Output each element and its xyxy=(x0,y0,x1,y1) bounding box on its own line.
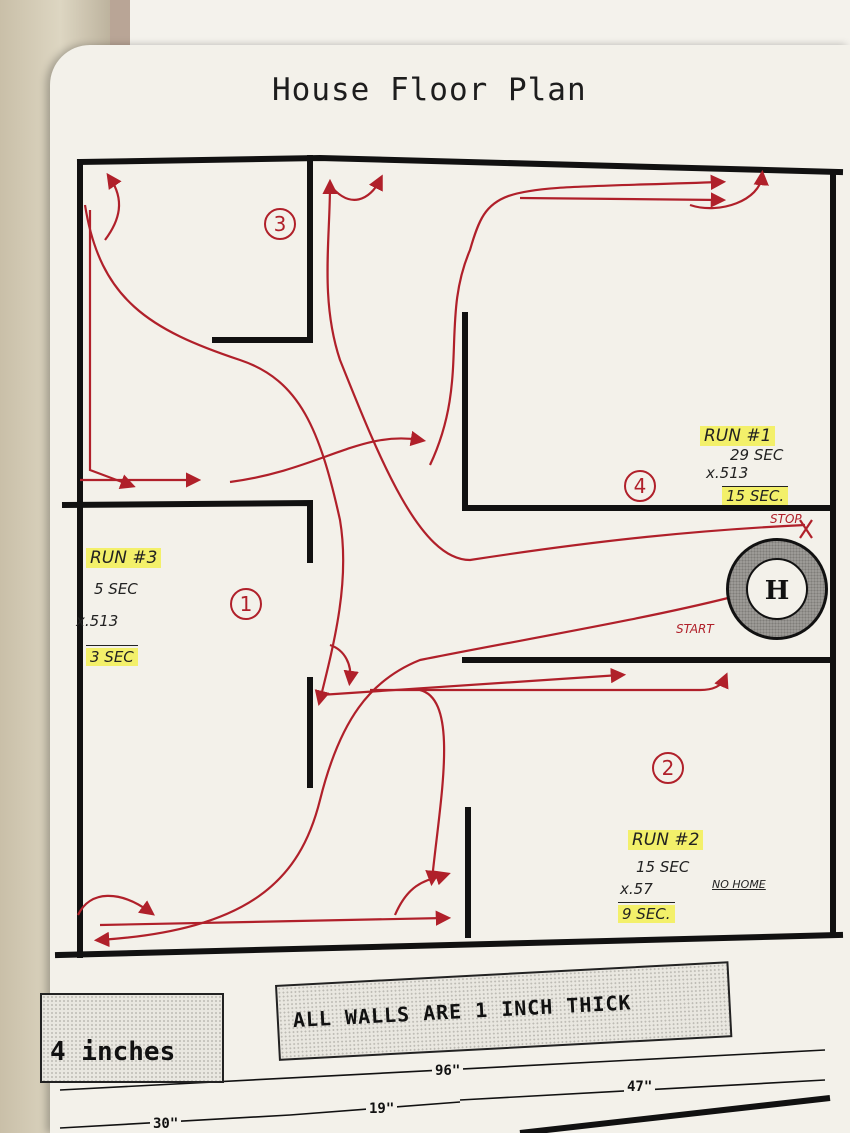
run3-time: 5 SEC xyxy=(94,580,138,598)
stop-label: STOP xyxy=(770,512,802,526)
walls-note: ALL WALLS ARE 1 INCH THICK xyxy=(292,990,633,1033)
run2-room-return xyxy=(370,672,729,692)
run2-factor: x.57 xyxy=(620,880,653,898)
room-2-label: 2 xyxy=(652,752,684,784)
run3-factor: x.513 xyxy=(76,612,119,630)
room4-wall-left xyxy=(462,312,836,511)
run2-result: 9 SEC. xyxy=(618,905,675,923)
run2-path xyxy=(93,596,729,948)
dimension-lines xyxy=(59,1049,831,1133)
stop-mark xyxy=(799,519,813,539)
start-label: START xyxy=(676,622,714,636)
lower-wall-start xyxy=(519,1095,831,1133)
run2-time: 15 SEC xyxy=(636,858,690,876)
run1-label: RUN #1 xyxy=(700,426,776,446)
dimension-30: 30" xyxy=(150,1116,182,1132)
run1-factor: x.513 xyxy=(706,464,749,482)
room3-wall-right xyxy=(212,155,313,343)
run1-return xyxy=(329,174,383,201)
dimension-47: 47" xyxy=(624,1079,656,1095)
run3-path xyxy=(83,204,345,706)
run2-corner xyxy=(77,894,155,916)
inches-note: 4 inches xyxy=(50,1037,176,1067)
room1-wall-top xyxy=(61,499,313,563)
dimension-96: 96" xyxy=(432,1063,464,1079)
run3-diagonal xyxy=(229,430,427,484)
home-base-icon: H xyxy=(726,538,828,640)
run1-time: 29 SEC xyxy=(730,446,784,464)
room-3-label: 3 xyxy=(264,208,296,240)
room-4-label: 4 xyxy=(624,470,656,502)
room-1-label: 1 xyxy=(230,588,262,620)
run-top-back xyxy=(519,192,727,208)
run2-room xyxy=(319,667,627,697)
run1-path xyxy=(322,178,806,562)
dimension-19: 19" xyxy=(366,1101,398,1117)
robot-paths xyxy=(77,169,813,948)
inches-note-box: 4 inches xyxy=(40,993,224,1083)
page-title: House Floor Plan xyxy=(272,72,587,108)
run2-right-hook xyxy=(393,870,451,916)
run3-hook xyxy=(104,172,122,241)
outer-wall-top xyxy=(76,154,844,176)
run2-note: NO HOME xyxy=(712,878,766,891)
run3-result: 3 SEC xyxy=(86,648,138,666)
room1-hook xyxy=(329,643,359,687)
run3-label: RUN #3 xyxy=(86,548,162,568)
outer-wall-bottom xyxy=(54,931,844,959)
run2-bottom xyxy=(99,910,452,927)
run-top-corridor xyxy=(429,174,727,466)
run-top-return xyxy=(689,169,769,210)
walls xyxy=(54,154,844,959)
run2-lower xyxy=(419,688,446,887)
home-label: H xyxy=(746,558,808,620)
run1-result: 15 SEC. xyxy=(722,487,789,505)
run2-label: RUN #2 xyxy=(628,830,704,850)
